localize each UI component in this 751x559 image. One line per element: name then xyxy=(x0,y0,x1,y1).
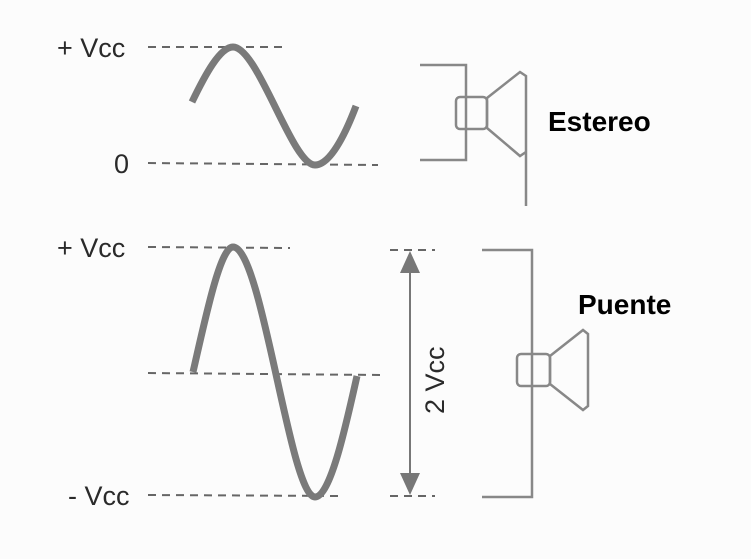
bottom-speaker-cone-icon xyxy=(548,328,590,412)
amplitude-label: 2 Vcc xyxy=(420,346,450,414)
top-sine-wave xyxy=(188,43,360,169)
bottom-vcc-dashed-line xyxy=(147,246,291,249)
arrow-up-icon xyxy=(400,251,420,273)
bottom-mid-dashed-line xyxy=(147,372,381,376)
bottom-speaker-wire xyxy=(482,248,534,499)
estereo-title: Estereo xyxy=(548,106,651,137)
top-zero-label: 0 xyxy=(114,149,129,179)
bottom-speaker-magnet xyxy=(515,352,552,388)
puente-title: Puente xyxy=(578,289,671,320)
bottom-vcc-label: + Vcc xyxy=(57,233,125,263)
bottom-neg-vcc-label: - Vcc xyxy=(68,481,130,511)
top-speaker-wire xyxy=(420,63,468,162)
top-speaker-magnet xyxy=(454,95,489,131)
bottom-sine-wave xyxy=(189,243,361,501)
top-speaker-cone-icon xyxy=(485,70,528,206)
top-zero-dashed-line xyxy=(147,162,379,166)
top-vcc-label: + Vcc xyxy=(57,33,125,63)
arrow-down-icon xyxy=(400,473,420,495)
